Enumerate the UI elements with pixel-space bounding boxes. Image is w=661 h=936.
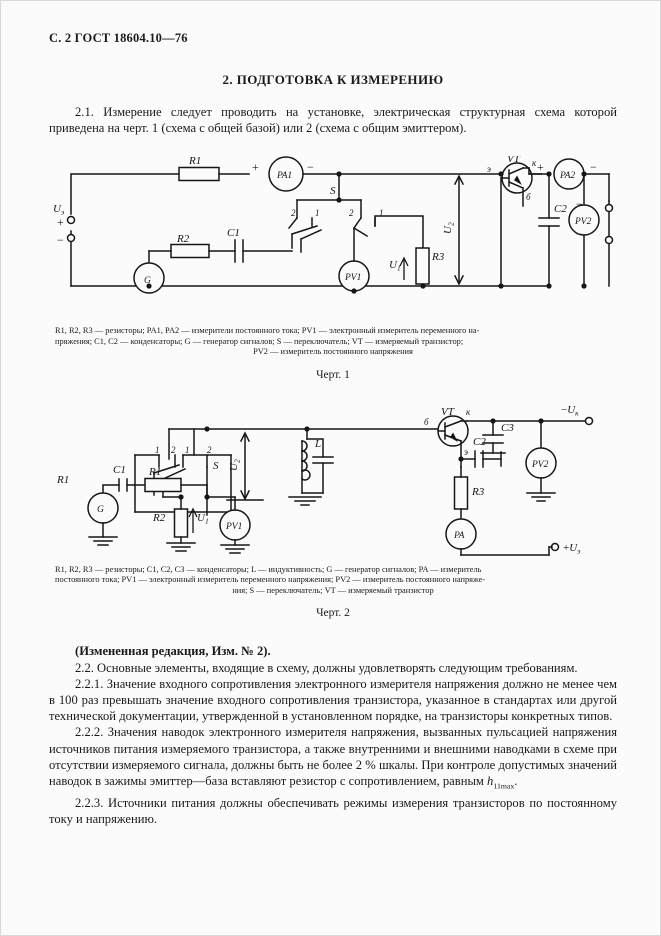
fig1-ue-plus: + [57, 215, 64, 229]
fig2-label-pv2: PV2 [531, 460, 549, 470]
fig1-label-ue: Uэ [53, 203, 65, 217]
fig1-label-pv1: PV1 [344, 273, 361, 283]
fig1-terminal-e: э [487, 164, 491, 174]
figure-2-schematic: R1 R1 R2 R3 C1 C2 C3 L S VT G PV1 PV2 PA [56, 404, 594, 556]
figure-2-caption-line-3: ния; S — переключатель; VT — измеряемый … [232, 585, 434, 595]
fig2-label-c2: C2 [473, 436, 486, 448]
spacer [49, 381, 617, 397]
fig1-label-c1: C1 [227, 227, 240, 239]
fig1-label-vt: VT [507, 156, 521, 165]
h-parameter-subscript: 11max [493, 781, 515, 791]
fig1-label-pv2: PV2 [574, 217, 592, 227]
page-header: С. 2 ГОСТ 18604.10—76 [49, 31, 188, 45]
fig2-terminal-k: к [466, 407, 471, 417]
fig2-label-c3: C3 [501, 422, 514, 434]
figure-2-number: Черт. 2 [316, 607, 350, 620]
fig1-label-r2: R2 [176, 233, 190, 245]
fig1-label-pa2: PA2 [559, 171, 575, 181]
figure-1-number: Черт. 1 [316, 368, 350, 381]
fig1-label-pa1: PA1 [276, 171, 292, 181]
fig1-label-s: S [330, 185, 336, 197]
fig1-switch-pos-2a: 2 [291, 208, 296, 218]
fig2-label-s: S [213, 460, 219, 472]
fig2-switch-pos-1b: 1 [185, 445, 190, 455]
fig2-label-pv1: PV1 [225, 522, 242, 532]
paragraph-2-2-2: 2.2.2. Значения наводок электронного изм… [49, 724, 617, 794]
paragraph-2-2: 2.2. Основные элементы, входящие в схему… [75, 660, 578, 675]
spacer [49, 619, 617, 643]
paragraph-2-2-1: 2.2.1. Значение входного сопротивления э… [49, 676, 617, 724]
fig1-terminal-b: б [526, 192, 531, 202]
figure-1-schematic: R1 R2 R3 C1 C2 S VT PA1 PA2 PV1 PV2 G [53, 156, 614, 295]
fig2-label-r2: R2 [152, 512, 166, 524]
fig1-pa2-minus: − [590, 160, 597, 174]
fig1-label-r1: R1 [188, 156, 201, 167]
fig2-label-r1: R1 [56, 474, 69, 486]
figure-1: R1 R2 R3 C1 C2 S VT PA1 PA2 PV1 PV2 G [49, 156, 617, 381]
figure-2-caption-line-1: R1, R2, R3 — резисторы; C1, C2, C3 — кон… [55, 564, 482, 574]
fig1-pa1-minus: − [307, 160, 314, 174]
revision-note: (Измененная редакция, Изм. № 2). [75, 644, 271, 659]
fig1-switch-pos-2b: 2 [349, 208, 354, 218]
paragraph-2-2-2-text: 2.2.2. Значения наводок электронного изм… [49, 725, 617, 789]
fig2-label-c1: C1 [113, 464, 126, 476]
fig2-label-pa: PA [453, 531, 465, 541]
figure-1-caption-line-3: PV2 — измеритель постоянного напряжения [253, 347, 413, 357]
figure-2: R1 R1 R2 R3 C1 C2 C3 L S VT G PV1 PV2 PA [49, 397, 617, 620]
fig1-terminal-k: к [532, 158, 537, 168]
spacer [49, 136, 617, 156]
paragraph-2-2-3: 2.2.3. Источники питания должны обеспечи… [49, 795, 617, 826]
fig2-label-u2: U2 [228, 459, 242, 471]
fig2-terminal-b: б [424, 417, 429, 427]
fig1-pv2-minus: − [576, 227, 583, 241]
fig1-label-g: G [144, 276, 151, 286]
figure-2-caption-line-2: постоянного тока; PV1 — электронный изме… [55, 575, 486, 585]
fig1-label-r3: R3 [431, 251, 445, 263]
fig2-label-r3: R3 [471, 486, 485, 498]
fig1-pa2-plus: + [537, 160, 544, 174]
figure-1-caption-line-1: R1, R2, R3 — резисторы; PA1, PA2 — измер… [55, 326, 480, 336]
h-parameter-symbol: h [487, 774, 494, 789]
fig2-label-u1: U1 [197, 512, 209, 526]
fig1-switch-pos-1b: 1 [379, 208, 384, 218]
fig2-label-r1b: R1 [148, 466, 161, 478]
fig2-label-vt: VT [441, 406, 455, 418]
paragraph-2-1: 2.1. Измерение следует проводить на уста… [49, 105, 617, 136]
fig1-ue-minus: − [57, 233, 64, 247]
fig1-pv2-minus-top: − [576, 197, 583, 211]
fig2-switch-pos-2b: 2 [207, 445, 212, 455]
fig1-switch-pos-1a: 1 [315, 208, 320, 218]
fig1-label-u1: U1 [389, 259, 401, 273]
fig2-switch-pos-2a: 2 [171, 445, 176, 455]
fig2-label-ue: +Uэ [563, 542, 581, 556]
figure-1-caption-line-2: пряжения; C1, C2 — конденсаторы; G — ген… [55, 336, 464, 346]
fig2-terminal-e: э [464, 447, 468, 457]
fig1-label-u2: U2 [442, 222, 456, 234]
page-content: С. 2 ГОСТ 18604.10—76 2. ПОДГОТОВКА К ИЗ… [49, 31, 617, 827]
fig2-switch-pos-1a: 1 [155, 445, 160, 455]
fig2-label-g: G [97, 505, 104, 515]
section-title: 2. ПОДГОТОВКА К ИЗМЕРЕНИЮ [222, 72, 444, 87]
paragraph-2-2-2-period: . [514, 774, 518, 789]
fig2-label-uk: −Uк [561, 404, 579, 418]
fig1-label-c2: C2 [554, 203, 567, 215]
fig2-label-l: L [314, 438, 321, 450]
fig1-pa1-plus: + [252, 160, 259, 174]
